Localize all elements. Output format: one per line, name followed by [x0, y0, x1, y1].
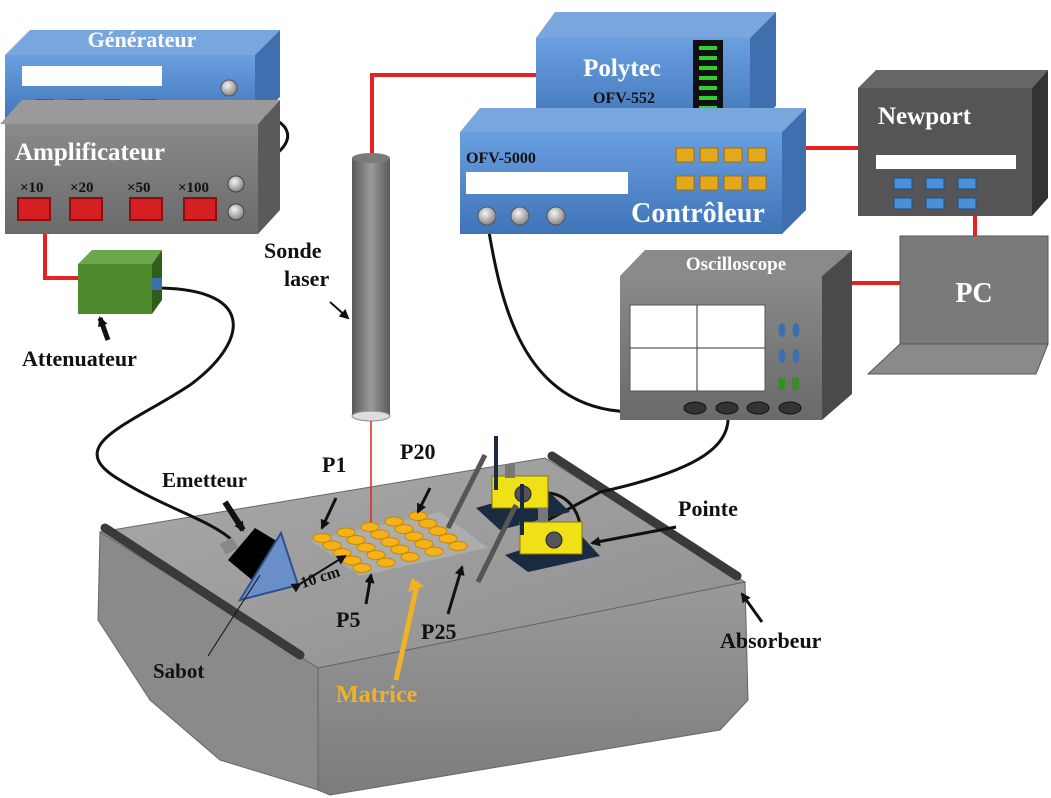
matrice-arrow [393, 584, 420, 681]
generateur-display [22, 66, 162, 86]
p5-label: P5 [336, 607, 360, 632]
pc-title: PC [955, 278, 992, 309]
matrix-point [322, 540, 342, 551]
laser-probe [351, 153, 391, 522]
p25-label: P25 [421, 619, 456, 644]
arrow-icon [740, 592, 764, 623]
matrice-label: Matrice [336, 682, 418, 708]
matrix-point [418, 518, 438, 529]
pc-box: PC [866, 235, 1049, 375]
matrix-point [438, 533, 458, 544]
arrow-icon [446, 565, 465, 615]
oscilloscope-box: Oscilloscope [620, 250, 852, 420]
gain-label: ×10 [20, 180, 44, 196]
matrix-point [346, 535, 366, 545]
newport-title: Newport [878, 103, 972, 130]
knob-icon [546, 206, 566, 226]
arrow-icon [416, 487, 432, 514]
gain-label: ×50 [127, 180, 151, 196]
arrow-icon [364, 573, 375, 605]
sabot-label: Sabot [153, 659, 204, 683]
laser-label: laser [284, 266, 329, 291]
matrix-point [356, 542, 376, 553]
arrow-icon [329, 301, 350, 320]
controleur-box: OFV-5000 Contrôleur [460, 108, 806, 234]
matrix-point [336, 527, 356, 538]
matrix-point [360, 522, 380, 532]
attenuateur-label: Attenuateur [22, 346, 137, 371]
pointe-label: Pointe [678, 496, 738, 521]
amplificateur-title: Amplificateur [15, 139, 165, 166]
gain-label: ×20 [70, 180, 94, 196]
oscilloscope-inputs [683, 401, 802, 415]
matrix-point [448, 541, 468, 551]
matrix-point [424, 546, 444, 557]
matrix-point [400, 552, 420, 562]
arrow-icon [590, 525, 677, 547]
matrix-point [352, 563, 372, 573]
matrix-point [380, 537, 400, 547]
distance-arrow [290, 554, 347, 593]
newport-buttons [893, 177, 977, 210]
absorbeur-label: Absorbeur [720, 628, 822, 653]
matrice-grid [310, 511, 488, 576]
polytec-title: Polytec [583, 55, 661, 82]
controleur-display [466, 172, 628, 194]
amplificateur-box: Amplificateur ×10 ×20 ×50 ×100 [0, 100, 280, 234]
matrix-point [384, 516, 404, 527]
emetteur-label: Emetteur [162, 468, 247, 492]
matrix-point [394, 524, 414, 534]
newport-box: Newport [858, 70, 1048, 216]
matrix-point [428, 526, 448, 536]
oscilloscope-controls [778, 323, 800, 390]
matrix-point [414, 539, 434, 549]
matrix-point [370, 529, 390, 540]
p20-label: P20 [400, 439, 435, 464]
knob-icon [220, 79, 238, 97]
controleur-title: Contrôleur [631, 198, 765, 229]
generateur-title: Générateur [88, 27, 197, 52]
pointe-holders [445, 436, 600, 584]
newport-display [876, 155, 1016, 169]
knob-icon [227, 175, 245, 193]
matrix-point [376, 557, 396, 568]
matrix-point [366, 550, 386, 560]
attenuateur-box [78, 250, 162, 314]
emetteur-transducer [219, 528, 280, 580]
sabot-pointer [207, 574, 261, 657]
polytec-model: OFV-552 [593, 90, 655, 107]
knob-icon [510, 206, 530, 226]
matrix-point [312, 533, 332, 543]
knob-icon [227, 203, 245, 221]
sonde-label: Sonde [264, 238, 322, 263]
matrix-point [404, 531, 424, 542]
knob-icon [477, 206, 497, 226]
oscilloscope-title: Oscilloscope [686, 254, 786, 275]
controleur-buttons [675, 147, 767, 191]
p1-label: P1 [322, 452, 346, 477]
gain-buttons [17, 197, 217, 221]
gain-label: ×100 [178, 180, 209, 196]
controleur-model: OFV-5000 [466, 150, 536, 167]
specimen-plate [97, 451, 749, 796]
arrow-icon [320, 497, 338, 530]
red-cables [43, 73, 977, 285]
arrow-icon [97, 316, 111, 341]
arrow-icon [222, 500, 246, 532]
matrix-point [390, 544, 410, 555]
